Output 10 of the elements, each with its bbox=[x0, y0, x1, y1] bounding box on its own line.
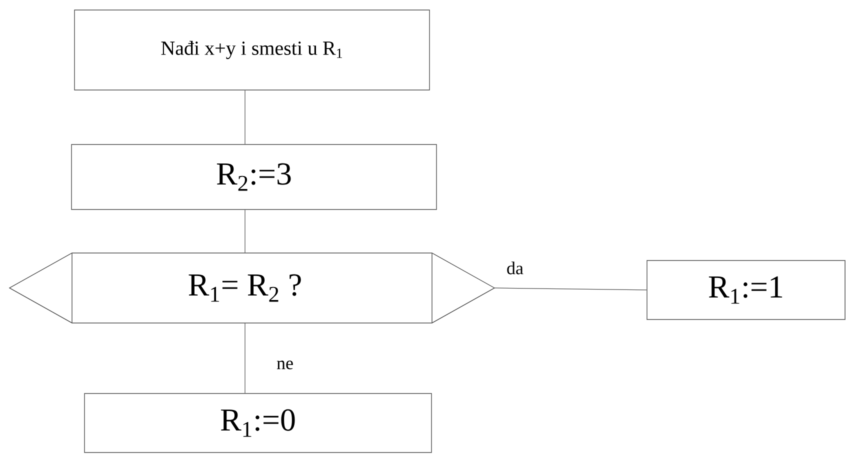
process-box: R$_{2}$:=3 bbox=[71, 144, 437, 210]
connector-line bbox=[244, 210, 246, 254]
connector-line bbox=[244, 322, 246, 394]
connector-line bbox=[244, 90, 246, 144]
edge-label: da bbox=[506, 260, 524, 276]
connector-line bbox=[494, 288, 647, 290]
process-box: Nađi x+y i smesti u R$_{1}$ bbox=[74, 10, 430, 90]
edge-label: ne bbox=[276, 360, 294, 370]
process-box: R$_{1}$:=0 bbox=[84, 393, 432, 453]
process-box: R$_{1}$:=1 bbox=[646, 260, 846, 320]
